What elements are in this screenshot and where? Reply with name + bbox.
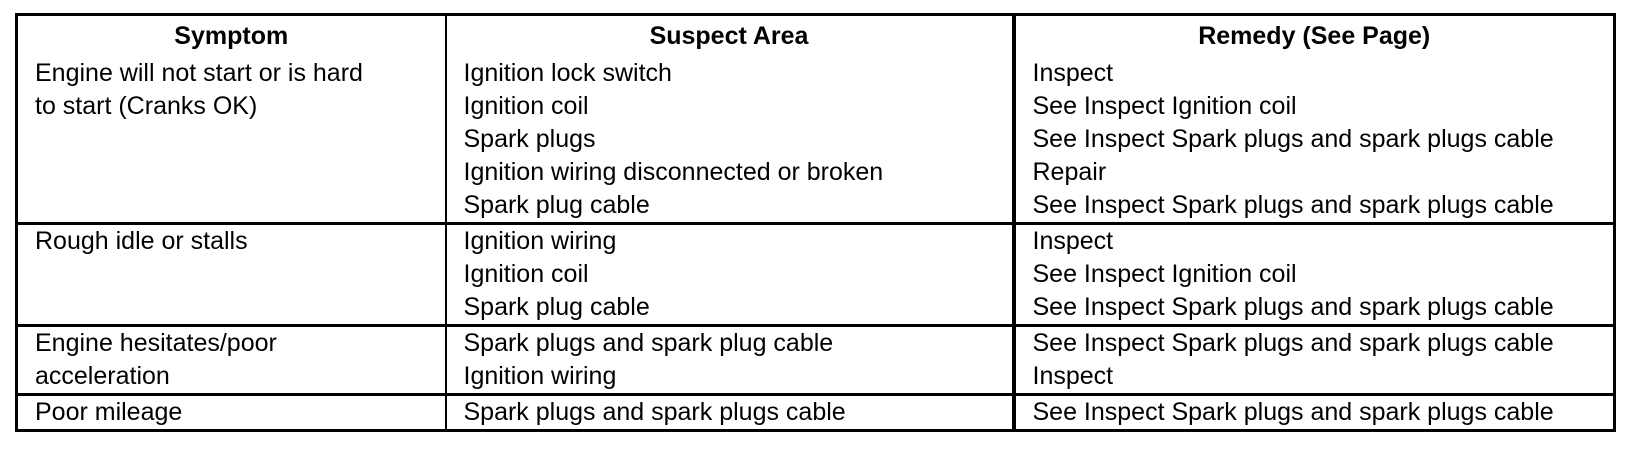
text-line: See Inspect Ignition coil [1032, 260, 1297, 288]
table-header: Symptom Suspect Area Remedy (See Page) [16, 14, 1615, 57]
text-line: acceleration [35, 362, 170, 390]
column-header-symptom: Symptom [16, 14, 447, 57]
text-line: See Inspect Spark plugs and spark plugs … [1032, 191, 1554, 219]
text-line: Inspect [1032, 362, 1114, 390]
cell-suspect-area: Spark plugs and spark plugs cable [445, 394, 1016, 431]
table-body: Engine will not start or is hard to star… [16, 57, 1615, 431]
table-row: Engine hesitates/poor acceleration Spark… [16, 325, 1615, 396]
cell-symptom: Poor mileage [16, 394, 447, 431]
cell-remedy: Inspect See Inspect Ignition coil See In… [1013, 223, 1615, 327]
cell-symptom: Rough idle or stalls [16, 223, 447, 327]
cell-remedy: See Inspect Spark plugs and spark plugs … [1014, 395, 1615, 431]
header-row: Symptom Suspect Area Remedy (See Page) [16, 14, 1615, 57]
text-line: Ignition lock switch [463, 59, 672, 87]
text-line: Repair [1032, 158, 1107, 186]
text-line: Ignition coil [463, 260, 589, 288]
cell-remedy: See Inspect Spark plugs and spark plugs … [1013, 325, 1615, 396]
cell-suspect-area: Spark plugs and spark plug cable Ignitio… [445, 325, 1016, 396]
cell-symptom: Engine hesitates/poor acceleration [16, 325, 447, 396]
text-line: See Inspect Spark plugs and spark plugs … [1032, 293, 1554, 321]
text-line: See Inspect Ignition coil [1032, 92, 1297, 120]
text-line: See Inspect Spark plugs and spark plugs … [1032, 398, 1554, 426]
text-line: See Inspect Spark plugs and spark plugs … [1032, 329, 1554, 357]
text-line: Poor mileage [35, 398, 183, 426]
text-line: Ignition coil [463, 92, 589, 120]
text-line: Ignition wiring [463, 227, 617, 255]
column-header-suspect-area: Suspect Area [445, 14, 1016, 57]
table-row: Engine will not start or is hard to star… [16, 57, 1615, 225]
cell-symptom: Engine will not start or is hard to star… [16, 57, 447, 225]
text-line: Spark plug cable [463, 191, 650, 219]
table-row: Poor mileage Spark plugs and spark plugs… [16, 394, 1615, 431]
text-line: Ignition wiring [463, 362, 617, 390]
text-line: Engine will not start or is hard [35, 59, 363, 87]
text-line: Ignition wiring disconnected or broken [463, 158, 884, 186]
column-header-remedy: Remedy (See Page) [1198, 22, 1431, 50]
text-line: to start (Cranks OK) [35, 92, 258, 120]
text-line: Inspect [1032, 227, 1114, 255]
text-line: Rough idle or stalls [35, 227, 248, 255]
text-line: Engine hesitates/poor [35, 329, 277, 357]
cell-suspect-area: Ignition lock switch Ignition coil Spark… [445, 57, 1016, 225]
text-line: Spark plugs and spark plugs cable [463, 398, 846, 426]
text-line: Spark plug cable [463, 293, 650, 321]
text-line: See Inspect Spark plugs and spark plugs … [1032, 125, 1554, 153]
troubleshooting-table: Symptom Suspect Area Remedy (See Page) E… [15, 13, 1616, 432]
text-line: Spark plugs [463, 125, 596, 153]
cell-suspect-area: Ignition wiring Ignition coil Spark plug… [445, 223, 1016, 327]
text-line: Spark plugs and spark plug cable [463, 329, 834, 357]
cell-remedy: Inspect See Inspect Ignition coil See In… [1013, 57, 1615, 225]
text-line: Inspect [1032, 59, 1114, 87]
table-row: Rough idle or stalls Ignition wiring Ign… [16, 223, 1615, 327]
